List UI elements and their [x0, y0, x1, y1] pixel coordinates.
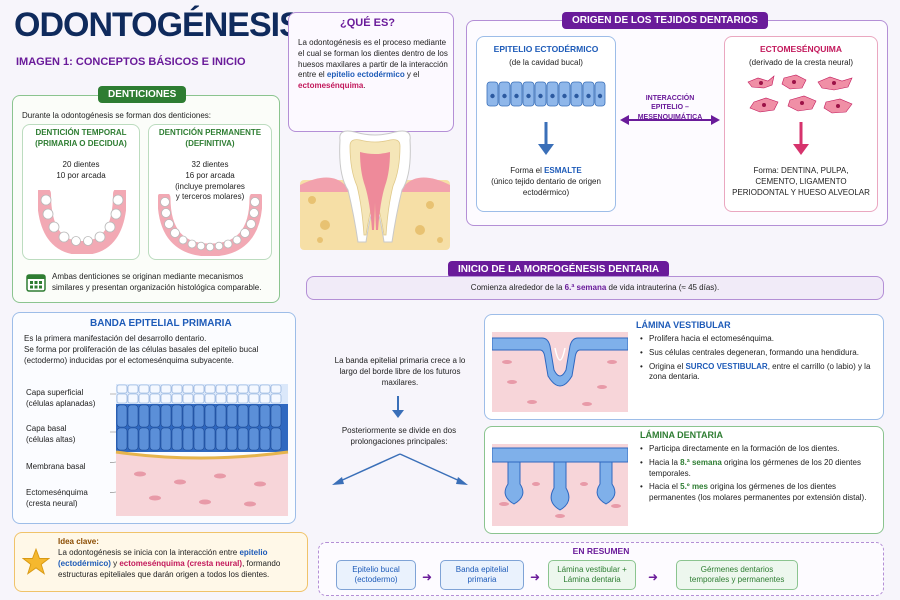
resumen-step-4: Gérmenes dentarios temporales y permanen…	[676, 560, 798, 590]
que-es-panel	[288, 12, 454, 132]
banda-label-superficial: Capa superficial(células aplanadas)	[26, 388, 96, 408]
middle-text-1: La banda epitelial primaria crece a lo l…	[334, 356, 466, 387]
resumen-step-2: Banda epitelial primaria	[440, 560, 524, 590]
dentaria-bullet-3: Hacia el 5.º mes origina los gérmenes de…	[640, 482, 878, 504]
permanente-arch-illustration	[158, 194, 262, 256]
epithelial-cells-illustration	[486, 81, 606, 107]
arrow-right-icon: ➜	[422, 570, 433, 584]
permanente-title: DENTICIÓN PERMANENTE(DEFINITIVA)	[158, 128, 262, 148]
tooth-illustration	[300, 130, 450, 250]
banda-description: Es la primera manifestación del desarrol…	[24, 334, 259, 365]
denticiones-footer: Ambas denticiones se originan mediante m…	[52, 272, 262, 292]
double-arrow-icon	[620, 115, 720, 125]
dentaria-bullets: Participa directamente en la formación d…	[640, 444, 878, 507]
dentaria-bullet-2: Hacia la 8.ª semana origina los gérmenes…	[640, 458, 878, 480]
vestibular-bullets: Prolifera hacia el ectomesénquima. Sus c…	[640, 334, 878, 386]
denticiones-title: DENTICIONES	[98, 86, 187, 103]
arrow-down-icon	[793, 122, 809, 155]
que-es-text: La odontogénesis es el proceso mediante …	[298, 38, 448, 91]
arrow-right-icon: ➜	[530, 570, 541, 584]
resumen-title: EN RESUMEN	[572, 546, 630, 556]
denticiones-intro: Durante la odontogénesis se forman dos d…	[22, 111, 212, 120]
banda-label-ectomesenquima: Ectomesénquima(cresta neural)	[26, 488, 88, 508]
que-es-title: ¿QUÉ ES?	[340, 17, 396, 29]
inicio-bar	[306, 276, 884, 300]
idea-clave-title: Idea clave:	[58, 537, 99, 546]
split-arrows-icon	[332, 453, 468, 485]
vestibular-bullet-2: Sus células centrales degeneran, formand…	[640, 348, 878, 359]
middle-text-2: Posteriormente se divide en dos prolonga…	[341, 426, 457, 446]
dentaria-title: LÁMINA DENTARIA	[640, 430, 723, 440]
inicio-text: Comienza alrededor de la 6.ª semana de v…	[470, 283, 720, 292]
resumen-step-3: Lámina vestibular + Lámina dentaria	[548, 560, 636, 590]
ecto-forma: Forma: DENTINA, PULPA, CEMENTO, LIGAMENT…	[732, 166, 870, 197]
dentaria-bullet-1: Participa directamente en la formación d…	[640, 444, 878, 455]
ecto-title: ECTOMESÉNQUIMA	[759, 44, 843, 54]
page-title: ODONTOGÉNESIS	[14, 6, 302, 44]
epitelio-title: EPITELIO ECTODÉRMICO	[493, 44, 599, 54]
vestibular-illustration	[492, 332, 628, 412]
star-icon	[22, 548, 50, 575]
ecto-sub: (derivado de la cresta neural)	[748, 58, 854, 67]
epithelial-band-illustration	[110, 384, 289, 516]
epitelio-forma: Forma el ESMALTE (único tejido dentario …	[491, 166, 601, 197]
mesenchymal-cells-illustration	[747, 74, 853, 114]
banda-label-basal: Capa basal(células altas)	[26, 424, 76, 444]
banda-label-membrana: Membrana basal	[26, 462, 86, 471]
vestibular-bullet-1: Prolifera hacia el ectomesénquima.	[640, 334, 878, 345]
temporal-title: DENTICIÓN TEMPORAL(PRIMARIA O DECIDUA)	[35, 128, 127, 148]
temporal-arch-illustration	[38, 190, 126, 254]
origen-title: ORIGEN DE LOS TEJIDOS DENTARIOS	[562, 12, 768, 29]
arrow-down-icon	[538, 122, 554, 155]
vestibular-bullet-3: Origina el SURCO VESTIBULAR, entre el ca…	[640, 362, 878, 384]
banda-title: BANDA EPITELIAL PRIMARIA	[90, 318, 232, 329]
idea-clave-text: La odontogénesis se inicia con la intera…	[58, 548, 281, 579]
calendar-icon	[26, 274, 46, 292]
dentaria-illustration	[492, 444, 628, 526]
arrow-right-icon: ➜	[648, 570, 659, 584]
resumen-step-1: Epitelio bucal (ectodermo)	[336, 560, 416, 590]
epitelio-sub: (de la cavidad bucal)	[509, 58, 583, 67]
arrow-down-icon	[392, 396, 404, 418]
idea-clave-panel	[14, 532, 308, 592]
inicio-title: INICIO DE LA MORFOGÉNESIS DENTARIA	[448, 261, 670, 278]
page-subtitle: IMAGEN 1: CONCEPTOS BÁSICOS E INICIO	[16, 56, 246, 68]
vestibular-title: LÁMINA VESTIBULAR	[636, 320, 731, 330]
